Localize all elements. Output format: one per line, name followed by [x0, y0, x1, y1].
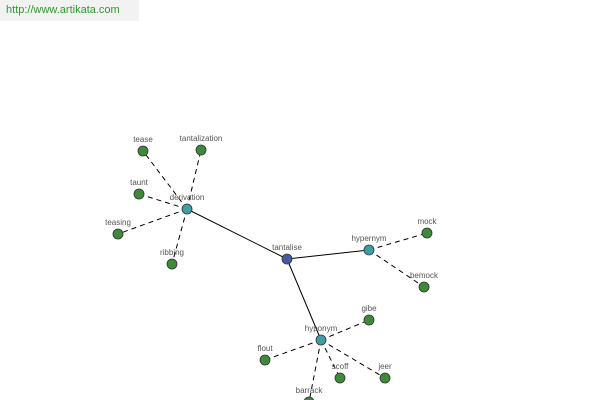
label-tease: tease [133, 135, 153, 144]
edge-derivation-teasing [117, 208, 188, 235]
edge-tantalise-hyponym [286, 258, 322, 341]
edge-tantalise-hypernym [286, 249, 370, 260]
node-flout[interactable] [259, 354, 271, 366]
label-ribbing: ribbing [160, 248, 184, 257]
label-bemock: bemock [410, 271, 439, 280]
graph-labels: tease tantalization taunt teasing ribbing der… [105, 134, 439, 395]
node-barrack[interactable] [303, 396, 315, 400]
edge-derivation-tantalization [186, 149, 202, 210]
node-bemock[interactable] [418, 281, 430, 293]
label-tantalise: tantalise [272, 243, 302, 252]
node-ribbing[interactable] [166, 258, 178, 270]
site-watermark: http://www.artikata.com [0, 0, 139, 21]
label-flout: flout [257, 344, 273, 353]
node-hypernym[interactable] [363, 244, 375, 256]
node-tantalization[interactable] [195, 144, 207, 156]
edge-hyponym-scoff [320, 339, 341, 379]
node-derivation[interactable] [181, 203, 193, 215]
label-hyponym: hyponym [305, 324, 338, 333]
label-tantalization: tantalization [180, 134, 223, 143]
label-scoff: scoff [332, 362, 350, 371]
graph-edges [117, 149, 428, 400]
node-jeer[interactable] [379, 372, 391, 384]
edge-derivation-ribbing [171, 208, 188, 265]
label-mock: mock [417, 217, 437, 226]
graph-nodes [112, 144, 433, 400]
node-tease[interactable] [137, 145, 149, 157]
label-hypernym: hypernym [351, 234, 386, 243]
edge-hyponym-jeer [320, 339, 386, 379]
node-teasing[interactable] [112, 228, 124, 240]
node-scoff[interactable] [334, 372, 346, 384]
node-hyponym[interactable] [315, 334, 327, 346]
label-barrack: barrack [296, 386, 324, 395]
node-gibe[interactable] [363, 314, 375, 326]
edge-hyponym-flout [264, 339, 322, 361]
label-taunt: taunt [130, 178, 149, 187]
label-teasing: teasing [105, 218, 131, 227]
edge-hyponym-barrack [308, 339, 322, 400]
label-derivation: derivation [170, 193, 205, 202]
node-taunt[interactable] [133, 188, 145, 200]
node-mock[interactable] [421, 227, 433, 239]
edge-tantalise-derivation [186, 208, 288, 260]
edge-derivation-tease [142, 150, 188, 210]
label-jeer: jeer [377, 362, 392, 371]
edge-hypernym-mock [368, 232, 428, 251]
node-tantalise[interactable] [281, 253, 293, 265]
label-gibe: gibe [361, 304, 377, 313]
edge-hypernym-bemock [368, 249, 425, 288]
